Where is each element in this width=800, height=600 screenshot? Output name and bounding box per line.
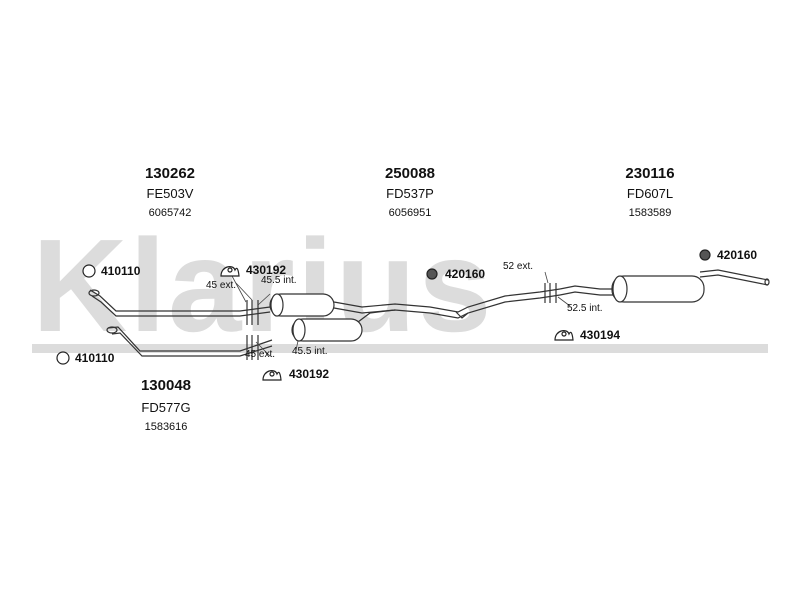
leader-line bbox=[231, 275, 247, 303]
group-code: 130262 bbox=[144, 165, 196, 182]
group-code: 250088 bbox=[384, 165, 436, 182]
group-ref: FD607L bbox=[626, 186, 674, 201]
tail-pipe bbox=[699, 269, 769, 281]
leader-line bbox=[255, 341, 271, 357]
part-label: 430192 bbox=[246, 263, 287, 277]
part-label: 410110 bbox=[101, 264, 141, 278]
watermark: Klarius bbox=[32, 212, 494, 359]
clamp-icon bbox=[426, 268, 438, 280]
silencer-upper bbox=[269, 293, 335, 317]
rear-pipe bbox=[559, 285, 615, 290]
dimension-note: 45.5 int. bbox=[261, 275, 297, 286]
part-label: 430194 bbox=[580, 328, 621, 342]
dimension-note: 45 ext. bbox=[206, 280, 237, 291]
part-label: 430192 bbox=[289, 367, 330, 381]
silencer-lower bbox=[291, 318, 363, 342]
ring-gasket-icon bbox=[82, 264, 96, 278]
leader-line bbox=[295, 340, 299, 351]
dimension-note: 52 ext. bbox=[503, 261, 534, 272]
dimension-note: 52.5 int. bbox=[567, 303, 603, 314]
leader-line bbox=[544, 271, 549, 284]
watermark-text: Klarius bbox=[32, 212, 494, 359]
front-pipe-lower-inner bbox=[111, 332, 273, 357]
rear-pipe-inner bbox=[559, 291, 615, 296]
group-ref: FE503V bbox=[146, 186, 194, 201]
group-number: 1583616 bbox=[144, 421, 188, 433]
pipe-bracket bbox=[455, 311, 469, 319]
center-pipe bbox=[333, 288, 561, 313]
clamp-icon bbox=[699, 249, 711, 261]
dimension-note: 45 ext. bbox=[245, 349, 276, 360]
group-number: 6056951 bbox=[388, 207, 432, 219]
leader-line bbox=[557, 296, 571, 307]
group-number: 6065742 bbox=[148, 207, 192, 219]
front-pipe-upper-inner bbox=[91, 295, 271, 317]
part-label: 420160 bbox=[445, 267, 486, 281]
ring-gasket-icon bbox=[56, 351, 70, 365]
group-number: 1583589 bbox=[628, 207, 672, 219]
front-pipe-upper-flange bbox=[88, 289, 100, 297]
part-label: 420160 bbox=[717, 248, 758, 262]
silencer-rear bbox=[611, 275, 705, 303]
front-pipe-upper bbox=[89, 289, 271, 312]
front-pipe-lower-flange bbox=[106, 326, 118, 334]
watermark-underline bbox=[32, 344, 768, 353]
center-pipe-inner bbox=[333, 294, 561, 319]
leader-line bbox=[257, 293, 271, 306]
group-code: 130048 bbox=[140, 377, 192, 394]
group-ref: FD537P bbox=[386, 186, 434, 201]
dimension-note: 45.5 int. bbox=[292, 346, 328, 357]
part-label: 410110 bbox=[75, 351, 115, 365]
leader-line bbox=[235, 282, 253, 301]
group-code: 230116 bbox=[625, 165, 675, 182]
tail-pipe-inner bbox=[699, 274, 769, 286]
group-ref: FD577G bbox=[141, 400, 191, 415]
center-pipe-join bbox=[357, 309, 396, 323]
